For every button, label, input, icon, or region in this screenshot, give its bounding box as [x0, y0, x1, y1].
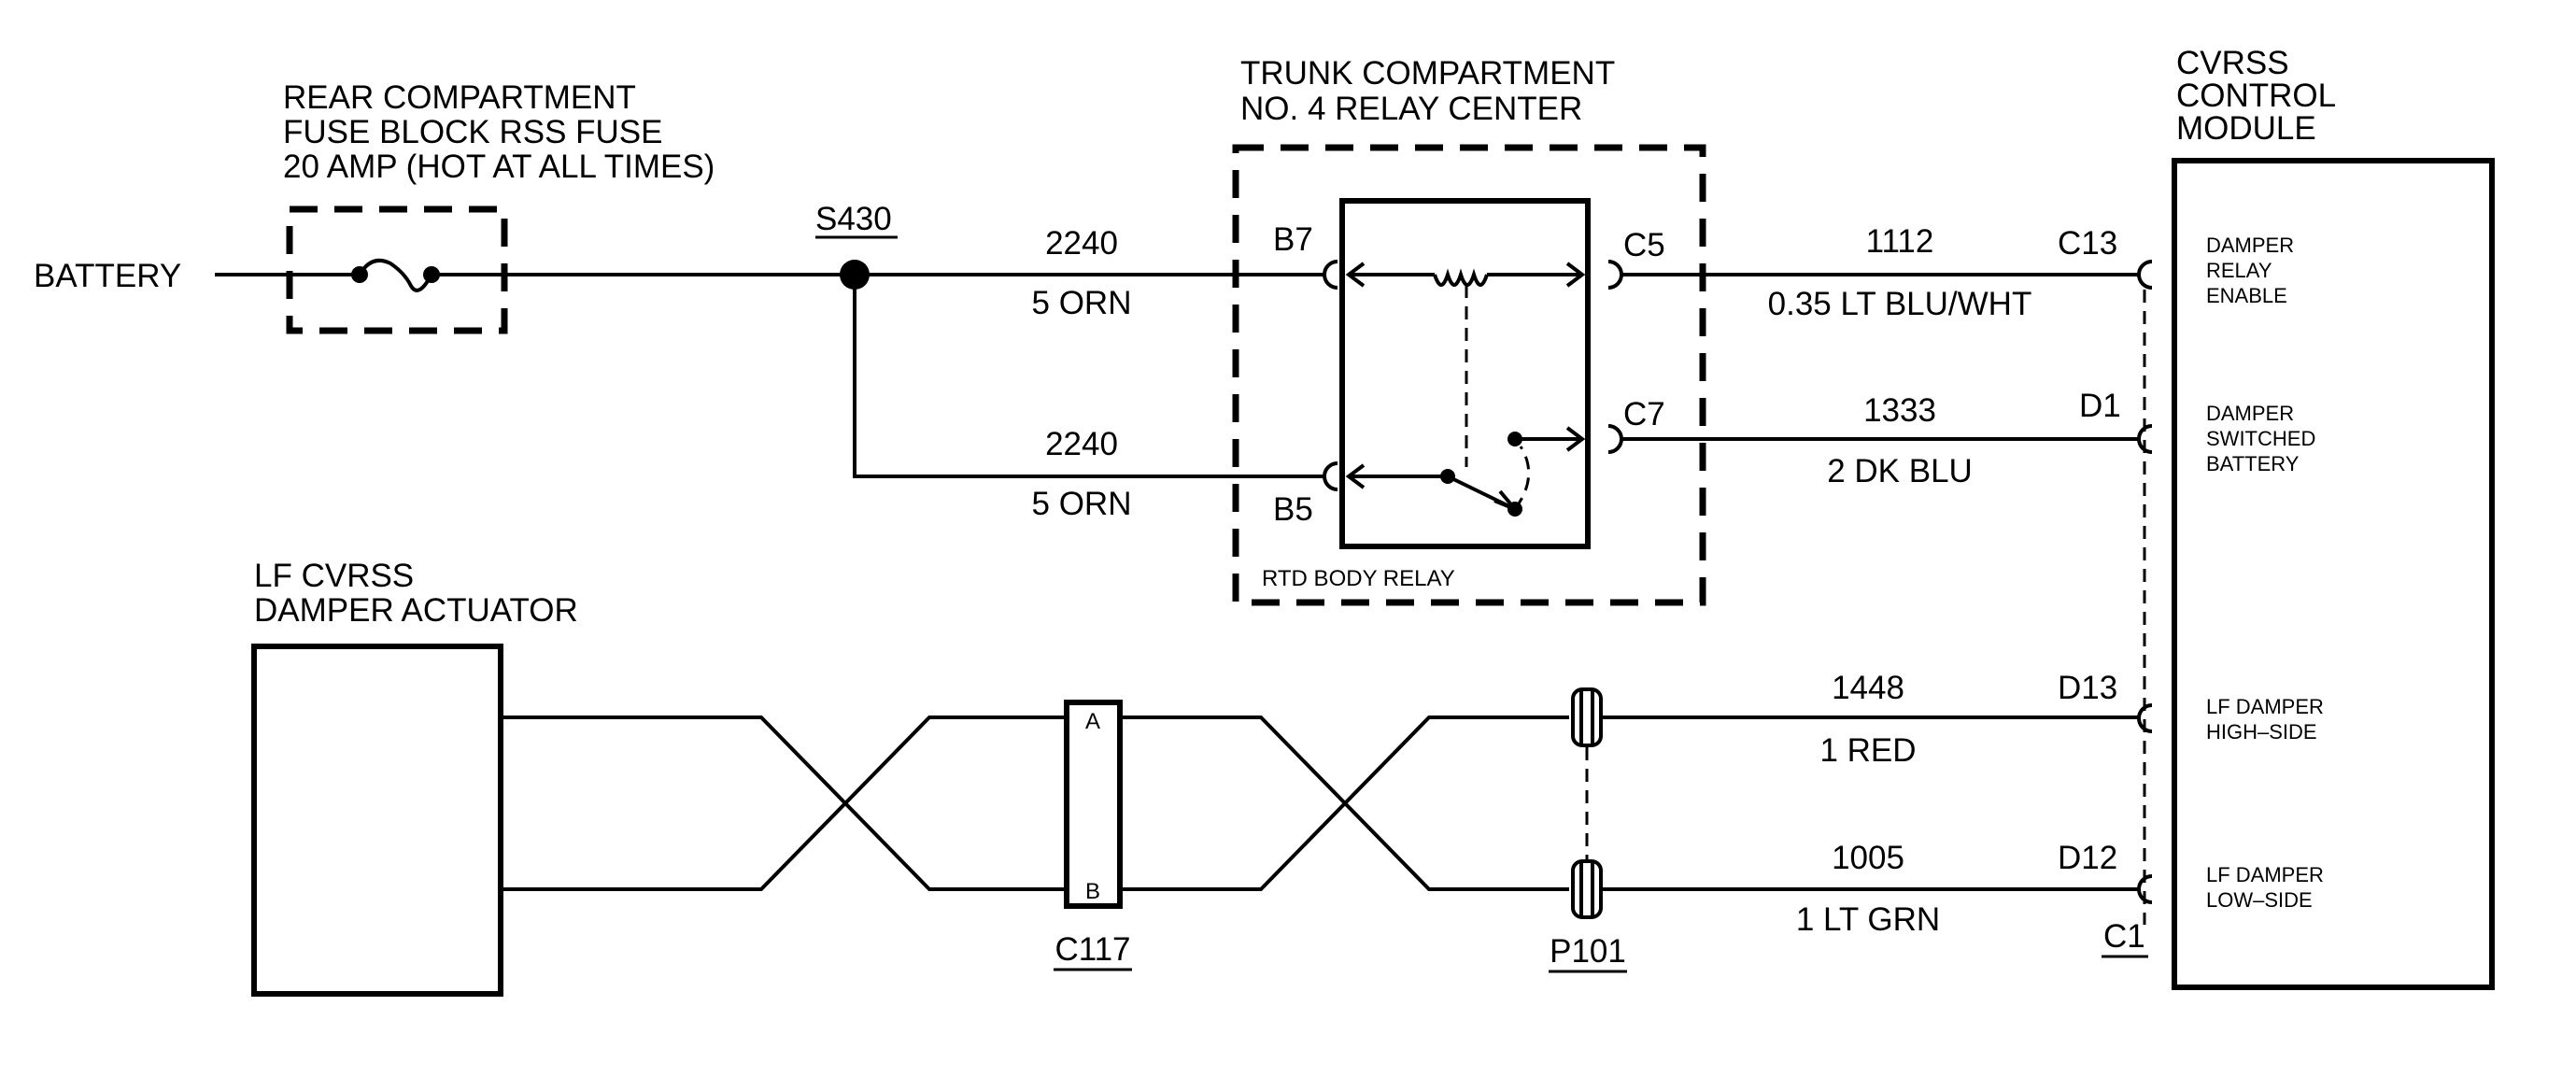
module-pin-c13: C13 — [2058, 225, 2117, 262]
svg-text:LOW–SIDE: LOW–SIDE — [2206, 888, 2313, 912]
wire-2240-b7-circuit: 2240 — [1045, 225, 1118, 262]
module-connector-c1: C1 — [2103, 918, 2145, 955]
function-damper-relay-enable: DAMPER RELAY ENABLE — [2206, 234, 2294, 307]
wire-2240-b7-spec: 5 ORN — [1032, 285, 1132, 321]
actuator-title-line1: LF CVRSS — [254, 558, 414, 594]
control-module-box — [2172, 158, 2495, 990]
damper-actuator-box — [251, 644, 503, 997]
fuse-symbol — [351, 259, 440, 292]
relay-switch — [1345, 426, 1586, 517]
pin-c5-label: C5 — [1623, 227, 1665, 263]
wire-1112-circuit: 1112 — [1866, 223, 1934, 260]
connector-c117-label: C117 — [1054, 931, 1130, 968]
module-title-line3: MODULE — [2176, 110, 2316, 147]
connector-c117-pin-a: A — [1085, 709, 1100, 734]
svg-text:SWITCHED: SWITCHED — [2206, 427, 2315, 450]
svg-text:RELAY: RELAY — [2206, 259, 2272, 282]
function-lf-damper-low-side: LF DAMPER LOW–SIDE — [2206, 863, 2324, 912]
wire-1448-circuit: 1448 — [1832, 670, 1904, 706]
svg-text:DAMPER: DAMPER — [2206, 402, 2294, 425]
relay-center-title-line2: NO. 4 RELAY CENTER — [1240, 91, 1582, 127]
pin-b7-terminal — [1323, 260, 1338, 290]
module-terminal-c13 — [2137, 260, 2153, 290]
pass-through-p101-label: P101 — [1550, 933, 1626, 970]
connector-c117 — [1064, 700, 1123, 909]
wire-2240-b5-circuit: 2240 — [1045, 426, 1118, 462]
pin-c7-terminal — [1607, 424, 1623, 454]
fuse-title-line2: FUSE BLOCK RSS FUSE — [283, 114, 662, 150]
relay-coil — [1345, 262, 1586, 288]
battery-label: BATTERY — [34, 258, 181, 294]
svg-text:BATTERY: BATTERY — [2206, 452, 2300, 475]
wire-1005-spec: 1 LT GRN — [1796, 901, 1940, 938]
pin-c7-label: C7 — [1623, 396, 1665, 432]
pass-through-p101-lower — [1571, 859, 1603, 919]
relay-center-outline — [1232, 144, 1706, 606]
wire-1448-spec: 1 RED — [1819, 732, 1916, 769]
module-title-line1: CVRSS — [2176, 45, 2289, 81]
pin-c5-terminal — [1607, 260, 1623, 290]
module-terminal-d1 — [2137, 424, 2153, 454]
pin-b7-label: B7 — [1273, 221, 1313, 258]
module-terminal-d13 — [2137, 703, 2153, 733]
svg-text:LF DAMPER: LF DAMPER — [2206, 863, 2324, 886]
twisted-pair-1 — [501, 716, 1067, 891]
pin-b5-terminal — [1323, 461, 1338, 491]
wire-1005-circuit: 1005 — [1832, 840, 1904, 876]
fuse-title-line3: 20 AMP (HOT AT ALL TIMES) — [283, 149, 715, 185]
pass-through-p101-upper — [1571, 687, 1603, 747]
function-damper-switched-battery: DAMPER SWITCHED BATTERY — [2206, 402, 2315, 475]
relay-name-label: RTD BODY RELAY — [1262, 566, 1455, 591]
module-terminal-d12 — [2137, 874, 2153, 904]
wire-1333-spec: 2 DK BLU — [1827, 453, 1973, 489]
module-pin-d12: D12 — [2058, 840, 2117, 876]
wire-1112-spec: 0.35 LT BLU/WHT — [1768, 286, 2032, 322]
function-lf-damper-high-side: LF DAMPER HIGH–SIDE — [2206, 695, 2324, 744]
fuse-title-line1: REAR COMPARTMENT — [283, 79, 636, 116]
svg-text:HIGH–SIDE: HIGH–SIDE — [2206, 720, 2317, 744]
wire-1333-circuit: 1333 — [1863, 392, 1936, 429]
twisted-pair-2 — [1120, 716, 1569, 891]
pin-b5-label: B5 — [1273, 491, 1313, 528]
svg-text:ENABLE: ENABLE — [2206, 284, 2287, 307]
module-pin-d13: D13 — [2058, 670, 2117, 706]
relay-center-title-line1: TRUNK COMPARTMENT — [1240, 55, 1615, 92]
wire-2240-b5-spec: 5 ORN — [1032, 486, 1132, 522]
module-title-line2: CONTROL — [2176, 78, 2336, 114]
svg-text:LF DAMPER: LF DAMPER — [2206, 695, 2324, 718]
splice-label: S430 — [815, 201, 892, 237]
wire-2240-b5 — [853, 275, 1324, 478]
fuse-block-outline — [286, 205, 508, 334]
svg-text:DAMPER: DAMPER — [2206, 234, 2294, 257]
connector-c117-pin-b: B — [1085, 879, 1100, 904]
actuator-title-line2: DAMPER ACTUATOR — [254, 592, 578, 629]
relay-body — [1339, 198, 1591, 549]
module-pin-d1: D1 — [2079, 388, 2121, 424]
